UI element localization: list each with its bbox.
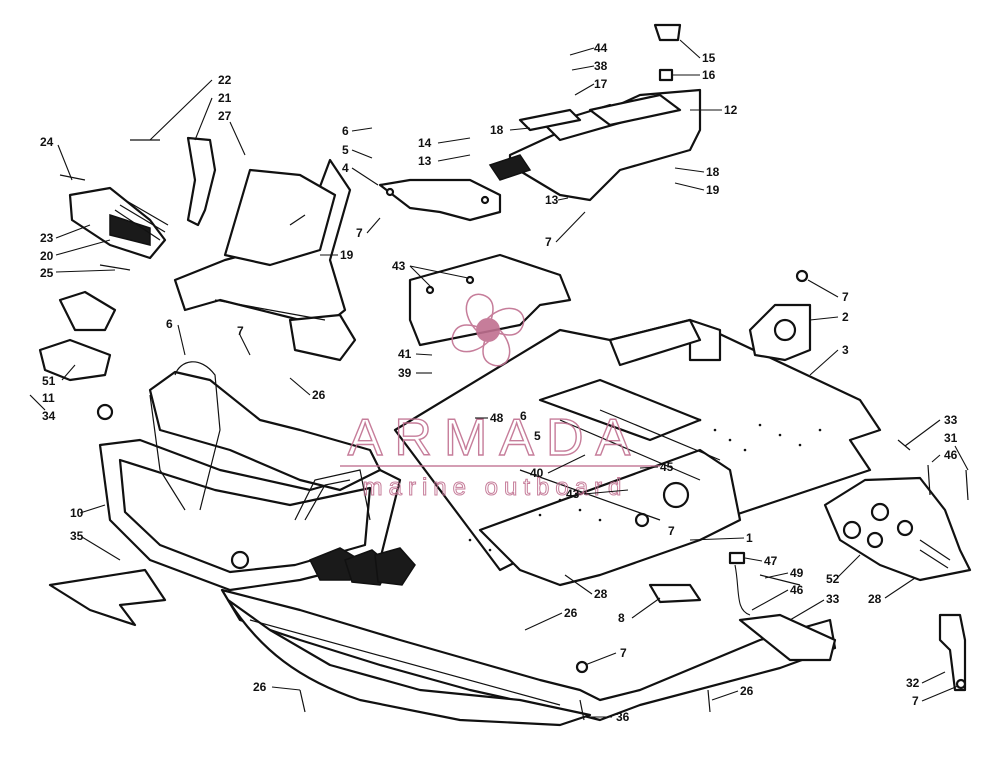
air-intake-21	[68, 186, 169, 260]
callout-5: 5	[342, 143, 349, 157]
callout-6-top: 6	[342, 124, 349, 138]
callout-48: 48	[490, 411, 504, 425]
callout-7-left: 7	[237, 324, 244, 338]
callout-7-mid: 7	[545, 235, 552, 249]
callout-40: 40	[530, 466, 544, 480]
callout-37: 36	[616, 710, 630, 724]
mount-2	[748, 303, 812, 362]
callout-7-bottom: 7	[620, 646, 627, 660]
plate-19	[518, 108, 582, 132]
callout-5-mid: 5	[534, 429, 541, 443]
main-chassis	[393, 318, 882, 587]
callout-29: 28	[868, 592, 882, 606]
callout-38: 38	[594, 59, 608, 73]
callout-34: 33	[826, 592, 840, 606]
plate-8	[648, 583, 702, 604]
wire-47	[728, 551, 751, 616]
chassis-dots	[468, 418, 822, 552]
watermark: ARMADA marine outboard	[340, 293, 660, 502]
callout-24: 23	[40, 231, 54, 245]
callout-52: 52	[826, 572, 840, 586]
callout-27-mid: 26	[564, 606, 578, 620]
rear-panel-29	[823, 476, 972, 582]
callout-7-right: 7	[842, 290, 849, 304]
callout-49: 47	[764, 554, 778, 568]
tow-bar	[149, 361, 371, 521]
callout-18: 17	[594, 77, 608, 91]
callout-6-left: 6	[166, 317, 173, 331]
callout-12-top: 13	[418, 154, 432, 168]
runner-34	[738, 613, 837, 662]
callout-12-right: 13	[545, 193, 559, 207]
belly-pan	[220, 588, 837, 727]
callout-20: 19	[340, 248, 354, 262]
callout-19: 18	[490, 123, 504, 137]
callout-21: 20	[40, 249, 54, 263]
callout-36: 35	[70, 529, 84, 543]
callout-27-bottom-left: 26	[253, 680, 267, 694]
callout-47: 46	[790, 583, 804, 597]
callout-17: 19	[706, 183, 720, 197]
callout-30: 28	[594, 587, 608, 601]
handle-32	[938, 613, 967, 692]
callout-45: 45	[660, 460, 674, 474]
callout-8: 8	[618, 611, 625, 625]
callout-33: 33	[944, 413, 958, 427]
callout-labels: 22 21 27 24 23 20 25 19 51 11 34 6 7 26 …	[29, 39, 969, 724]
callout-27-bottom-right: 26	[740, 684, 754, 698]
callout-7-top: 7	[356, 226, 363, 240]
watermark-tagline: marine outboard	[363, 474, 628, 501]
callout-50: 49	[790, 566, 804, 580]
callout-7-handle: 7	[912, 694, 919, 708]
callout-10: 11	[42, 391, 55, 405]
callout-11: 12	[724, 103, 738, 117]
mud-flap-36	[48, 568, 167, 627]
callout-23: 22	[218, 73, 232, 87]
callout-14: 15	[702, 51, 716, 65]
callout-32: 32	[906, 676, 920, 690]
callout-27-left: 26	[312, 388, 326, 402]
callout-15: 16	[702, 68, 716, 82]
callout-44: 44	[594, 41, 608, 55]
nose-cone-20	[173, 158, 357, 362]
front-bumper	[98, 370, 416, 592]
callout-2: 2	[842, 310, 849, 324]
plate-51	[38, 290, 117, 382]
callout-13: 14	[418, 136, 432, 150]
callout-46: 46	[944, 448, 958, 462]
callout-6-mid: 6	[520, 409, 527, 423]
console-11	[488, 88, 702, 202]
callout-26: 25	[40, 266, 54, 280]
callout-51: 51	[42, 374, 56, 388]
callout-31: 31	[944, 431, 958, 445]
strap-22	[186, 136, 217, 227]
knob-14	[653, 23, 682, 82]
callout-43: 43	[566, 487, 580, 501]
callout-42: 43	[392, 259, 406, 273]
callout-16: 18	[706, 165, 720, 179]
callout-7-chassis: 7	[668, 524, 675, 538]
callout-9: 10	[70, 506, 84, 520]
propeller-logo	[451, 293, 525, 367]
bracket-5	[378, 178, 502, 222]
callout-3: 3	[842, 343, 849, 357]
watermark-brand: ARMADA	[348, 409, 642, 467]
callout-39: 39	[398, 366, 412, 380]
callout-4: 4	[342, 161, 349, 175]
callout-35: 34	[42, 409, 56, 423]
callout-28: 27	[218, 109, 232, 123]
callout-22: 21	[218, 91, 232, 105]
callout-1: 1	[746, 531, 753, 545]
callout-41: 41	[398, 347, 412, 361]
callout-25: 24	[40, 135, 54, 149]
